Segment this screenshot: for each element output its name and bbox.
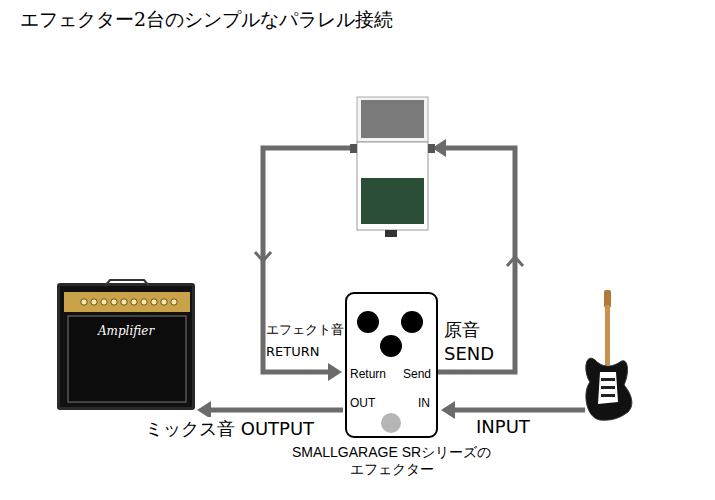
control-panel	[64, 292, 190, 312]
node-text: Amplifier	[60, 324, 192, 338]
knob	[380, 335, 402, 357]
knob	[131, 299, 137, 305]
amplifier: Amplifier	[57, 283, 195, 410]
title: エフェクター2台のシンプルなパラレル接続	[20, 7, 393, 33]
input-wire	[450, 408, 585, 413]
signal-label: INPUT	[476, 416, 530, 437]
knob	[101, 299, 107, 305]
arrow-head	[328, 363, 342, 381]
sr-pedal: ReturnSendOUTINSMALLGARAGE SRシリーズのエフェクター	[345, 292, 438, 438]
knob	[161, 299, 167, 305]
guitar	[586, 290, 632, 420]
connector	[207, 410, 343, 411]
node-text: SMALLGARAGE SRシリーズのエフェクター	[287, 444, 496, 478]
node-text: IN	[418, 396, 430, 410]
connector-label: ミックス音 OUTPUT	[143, 417, 316, 441]
return-wire	[255, 148, 352, 372]
knob	[81, 299, 87, 305]
connector-line	[207, 408, 343, 413]
knob	[141, 299, 147, 305]
knob	[121, 299, 127, 305]
node-text: Send	[403, 367, 431, 381]
knob	[401, 311, 423, 333]
sr-pedal-detail	[347, 294, 436, 436]
node-text: Return	[350, 367, 386, 381]
node-text: OUT	[350, 396, 375, 410]
knob	[91, 299, 97, 305]
amplifier-detail	[60, 286, 192, 407]
signal-label: 原音 SEND	[444, 318, 500, 366]
knob	[171, 299, 177, 305]
footswitch	[381, 413, 401, 433]
knob	[357, 311, 379, 333]
signal-label: エフェクト音 RETURN	[266, 319, 346, 363]
knob	[151, 299, 157, 305]
effect-pedal	[350, 97, 435, 237]
handle	[105, 280, 149, 286]
knob	[111, 299, 117, 305]
send-wire	[438, 148, 523, 372]
arrow-head	[441, 401, 455, 419]
